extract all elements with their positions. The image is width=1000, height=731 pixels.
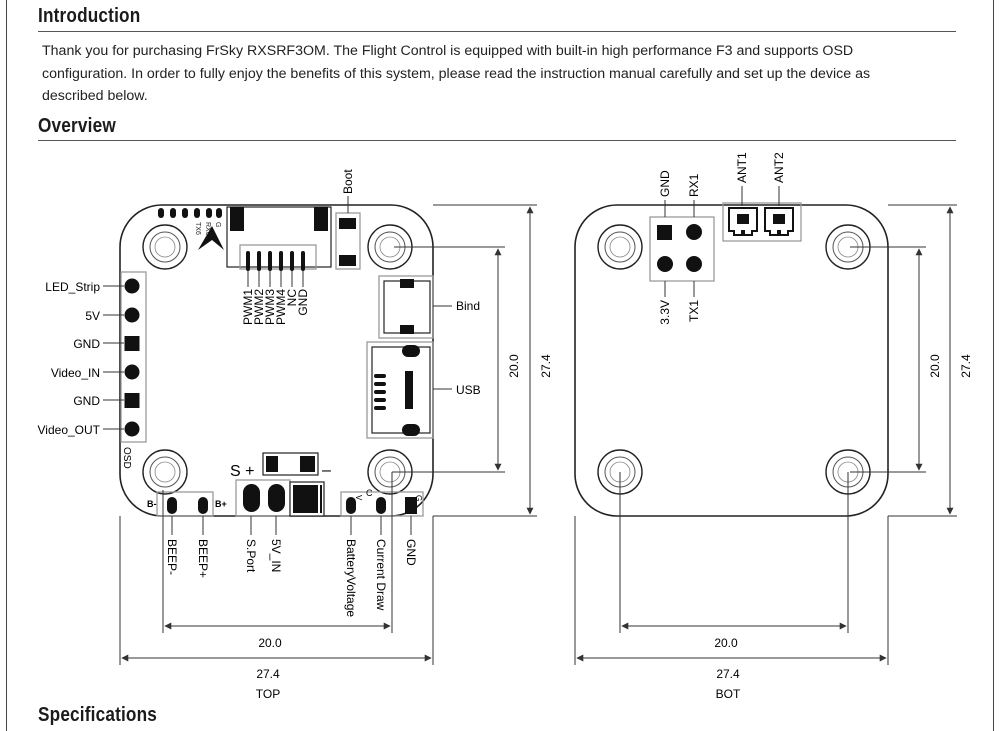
bottom-pin-label: S.Port bbox=[244, 539, 258, 573]
section-rule-introduction bbox=[38, 31, 956, 32]
bottom-dimensions: 20.0 27.4 BOT 20.0 27.4 bbox=[574, 204, 973, 701]
osd-label: OSD bbox=[121, 447, 132, 469]
intro-line: Thank you for purchasing FrSky RXSRF3OM.… bbox=[42, 43, 854, 59]
mounting-hole bbox=[825, 224, 871, 270]
bottom-pin-label: BEEP- bbox=[165, 539, 179, 575]
bottom-board: GND RX1 3.3V TX1 ANT1 ANT2 20.0 27 bbox=[574, 152, 973, 701]
left-pin-label: 5V bbox=[85, 309, 100, 323]
bottom-pin-label: GND bbox=[404, 539, 418, 566]
left-pin-label: GND bbox=[73, 337, 100, 351]
b-minus-label: B- bbox=[147, 499, 157, 509]
orientation-arrow-icon bbox=[198, 226, 224, 250]
pwm-label: PWM2 bbox=[252, 289, 266, 325]
bottom-board-outline bbox=[574, 204, 889, 517]
g-small-label: G bbox=[414, 495, 423, 501]
intro-line: configuration. In order to fully enjoy t… bbox=[42, 65, 871, 82]
mounting-hole bbox=[597, 224, 643, 270]
left-pin-label: LED_Strip bbox=[45, 280, 100, 294]
small-label-tx6: TX6 bbox=[194, 222, 201, 235]
dim-label: 20.0 bbox=[507, 354, 521, 378]
dim-label: 27.4 bbox=[539, 354, 553, 378]
top-caption: TOP bbox=[256, 687, 280, 701]
mounting-hole bbox=[367, 224, 413, 270]
usb-label: USB bbox=[456, 383, 481, 397]
left-pin-header: LED_Strip 5V GND Video_IN GND Video_OUT … bbox=[38, 271, 147, 469]
antenna-connectors: ANT1 ANT2 bbox=[722, 152, 802, 242]
page-border-left bbox=[6, 0, 7, 731]
v-small-label: V bbox=[354, 495, 363, 501]
uart1-pin-label: GND bbox=[658, 170, 672, 197]
sport-diode: S + – bbox=[230, 452, 331, 480]
dim-label: 27.4 bbox=[256, 667, 280, 681]
bottom-pin-label: 5V_IN bbox=[269, 539, 283, 572]
intro-line: described below. bbox=[42, 88, 148, 105]
dim-label: 27.4 bbox=[959, 354, 973, 378]
bottom-pin-label: BatteryVoltage bbox=[344, 539, 358, 617]
bot-caption: BOT bbox=[716, 687, 741, 701]
pwm-label: PWM4 bbox=[274, 289, 288, 325]
mounting-hole bbox=[142, 224, 188, 270]
bottom-pin-label: BEEP+ bbox=[196, 539, 210, 578]
c-small-label: C bbox=[366, 488, 373, 498]
uart1-pin-label: 3.3V bbox=[658, 300, 672, 325]
bind-button: Bind bbox=[378, 275, 480, 339]
bottom-pads: B- B+ V C G BEEP- BE bbox=[147, 479, 424, 617]
boot-button: Boot bbox=[335, 169, 361, 270]
left-pin-label: Video_IN bbox=[51, 366, 100, 380]
dim-label: 20.0 bbox=[258, 636, 282, 650]
uart1-pin-label: RX1 bbox=[687, 173, 701, 197]
section-title-overview: Overview bbox=[38, 115, 116, 137]
top-dimensions: 20.0 27.4 TOP 20.0 27.4 bbox=[119, 204, 553, 701]
pwm-connector: PWM1 PWM2 PWM3 PWM4 NC GND bbox=[226, 206, 332, 325]
s-plus-label: S + bbox=[230, 463, 254, 480]
pwm-label: NC bbox=[285, 289, 299, 307]
small-label-rx6: RX6 bbox=[204, 222, 211, 236]
left-pin-label: Video_OUT bbox=[38, 423, 101, 437]
pwm-label: PWM1 bbox=[241, 289, 255, 325]
bottom-pin-label: Current Draw bbox=[374, 539, 388, 611]
section-rule-overview bbox=[38, 140, 956, 141]
usb-port: USB bbox=[366, 341, 481, 439]
pwm-label: PWM3 bbox=[263, 289, 277, 325]
antenna-label: ANT1 bbox=[735, 152, 749, 183]
left-pin-label: GND bbox=[73, 394, 100, 408]
section-title-introduction: Introduction bbox=[38, 5, 141, 27]
dim-label: 20.0 bbox=[928, 354, 942, 378]
antenna-label: ANT2 bbox=[772, 152, 786, 183]
section-title-specifications: Specifications bbox=[38, 704, 158, 726]
uart1-pads: GND RX1 3.3V TX1 bbox=[649, 170, 715, 325]
mounting-hole bbox=[142, 449, 188, 495]
boot-label: Boot bbox=[341, 169, 355, 194]
small-label-g: G bbox=[214, 222, 221, 227]
page-border-right bbox=[993, 0, 994, 731]
dim-label: 20.0 bbox=[714, 636, 738, 650]
uart1-pin-label: TX1 bbox=[687, 300, 701, 322]
intro-paragraph: Thank you for purchasing FrSky RXSRF3OM.… bbox=[42, 40, 957, 108]
dim-label: 27.4 bbox=[716, 667, 740, 681]
uart6-pads: TX6 RX6 G bbox=[158, 208, 224, 250]
top-board: TX6 RX6 G PWM1 PWM2 PWM3 PWM4 bbox=[38, 169, 553, 701]
bind-label: Bind bbox=[456, 299, 480, 313]
b-plus-label: B+ bbox=[215, 499, 227, 509]
s-minus-label: – bbox=[322, 462, 331, 479]
pwm-label: GND bbox=[296, 289, 310, 316]
